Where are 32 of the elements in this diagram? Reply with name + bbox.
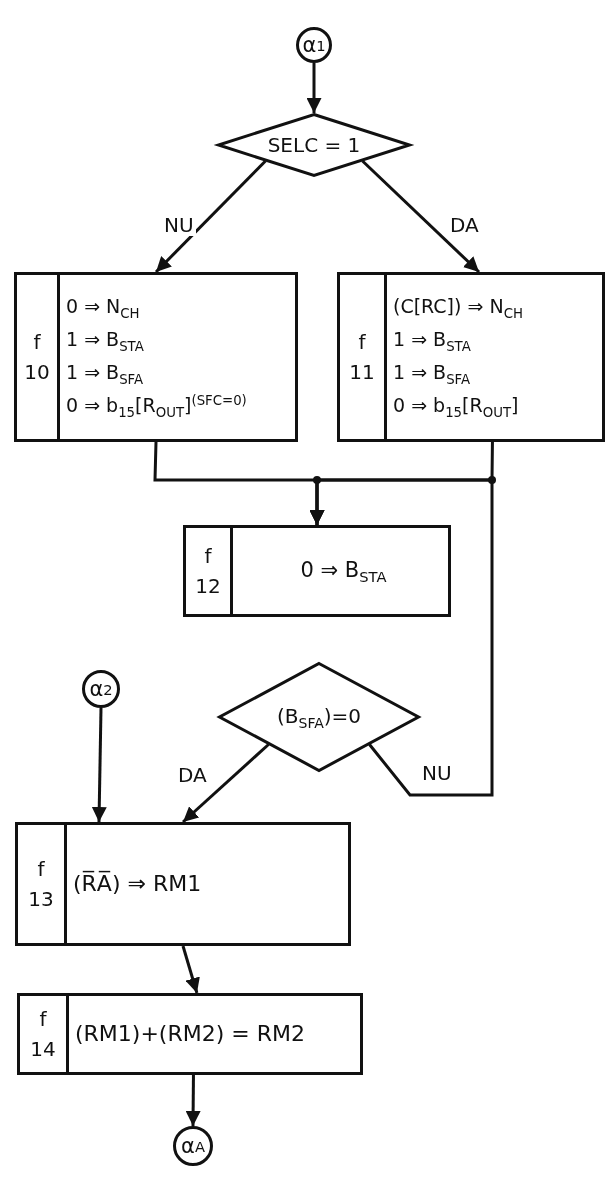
operation-text: 0 ⇒ b$_{15}$[R$_{OUT}$] — [393, 393, 520, 422]
operation-text: 1 ⇒ B$_{SFA}$ — [393, 360, 472, 389]
function-number: f 10 — [24, 329, 50, 386]
operation-text: 1 ⇒ B$_{SFA}$ — [66, 359, 145, 389]
arrow — [91, 707, 107, 823]
operation-text: 0 ⇒ N$_{CH}$ — [66, 293, 141, 323]
operation-text: 0 ⇒ b$_{15}$[R$_{OUT}$]$^{(SFC=0)}$ — [66, 391, 248, 422]
function-number: f 12 — [195, 543, 221, 600]
process-box — [17, 993, 363, 1075]
operation-text: (R̅A̅) ⇒ RM1 — [73, 870, 203, 899]
operation-text: (C[RC]) ⇒ N$_{CH}$ — [393, 293, 524, 323]
operation-text: (RM1)+(RM2) = RM2 — [75, 1020, 306, 1049]
operation-text: 1 ⇒ B$_{STA}$ — [66, 326, 145, 356]
decision-diamond — [218, 662, 420, 772]
operation-text: 0 ⇒ B$_{STA}$ — [300, 556, 387, 587]
operation-text: 1 ⇒ B$_{STA}$ — [393, 326, 472, 356]
process-box — [183, 525, 451, 617]
arrow — [154, 159, 267, 274]
arrow — [182, 743, 270, 824]
arrow — [361, 159, 481, 274]
process-box — [15, 822, 351, 946]
arrow — [309, 478, 494, 797]
condition-text: SELC = 1 — [267, 133, 361, 157]
condition-text: (B$_{SFA}$)=0 — [276, 703, 362, 731]
function-number: f 11 — [349, 329, 375, 386]
process-box — [14, 272, 298, 442]
arrow — [181, 945, 200, 994]
arrow — [185, 1075, 201, 1126]
function-number: f 14 — [30, 1006, 56, 1063]
function-number: f 13 — [28, 856, 54, 913]
arrow — [306, 63, 322, 113]
process-box — [337, 272, 605, 442]
